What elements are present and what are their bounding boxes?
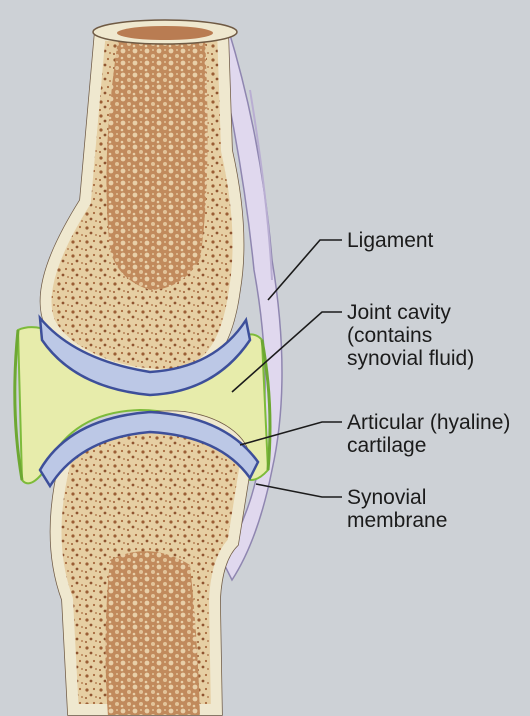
label-line: synovial fluid) [347,347,474,370]
label-synovial-membrane: Synovial membrane [347,486,447,532]
lower-marrow [105,551,200,716]
label-line: Synovial [347,486,447,509]
label-line: membrane [347,509,447,532]
leader-synovial-membrane [256,484,342,497]
leader-ligament [268,240,342,300]
label-articular-cartilage: Articular (hyaline) cartilage [347,411,510,457]
label-line: Ligament [347,229,433,252]
label-ligament: Ligament [347,229,433,252]
label-joint-cavity: Joint cavity (contains synovial fluid) [347,301,474,370]
label-line: cartilage [347,434,510,457]
label-line: (contains [347,324,474,347]
label-line: Joint cavity [347,301,474,324]
label-line: Articular (hyaline) [347,411,510,434]
upper-marrow [106,38,207,290]
